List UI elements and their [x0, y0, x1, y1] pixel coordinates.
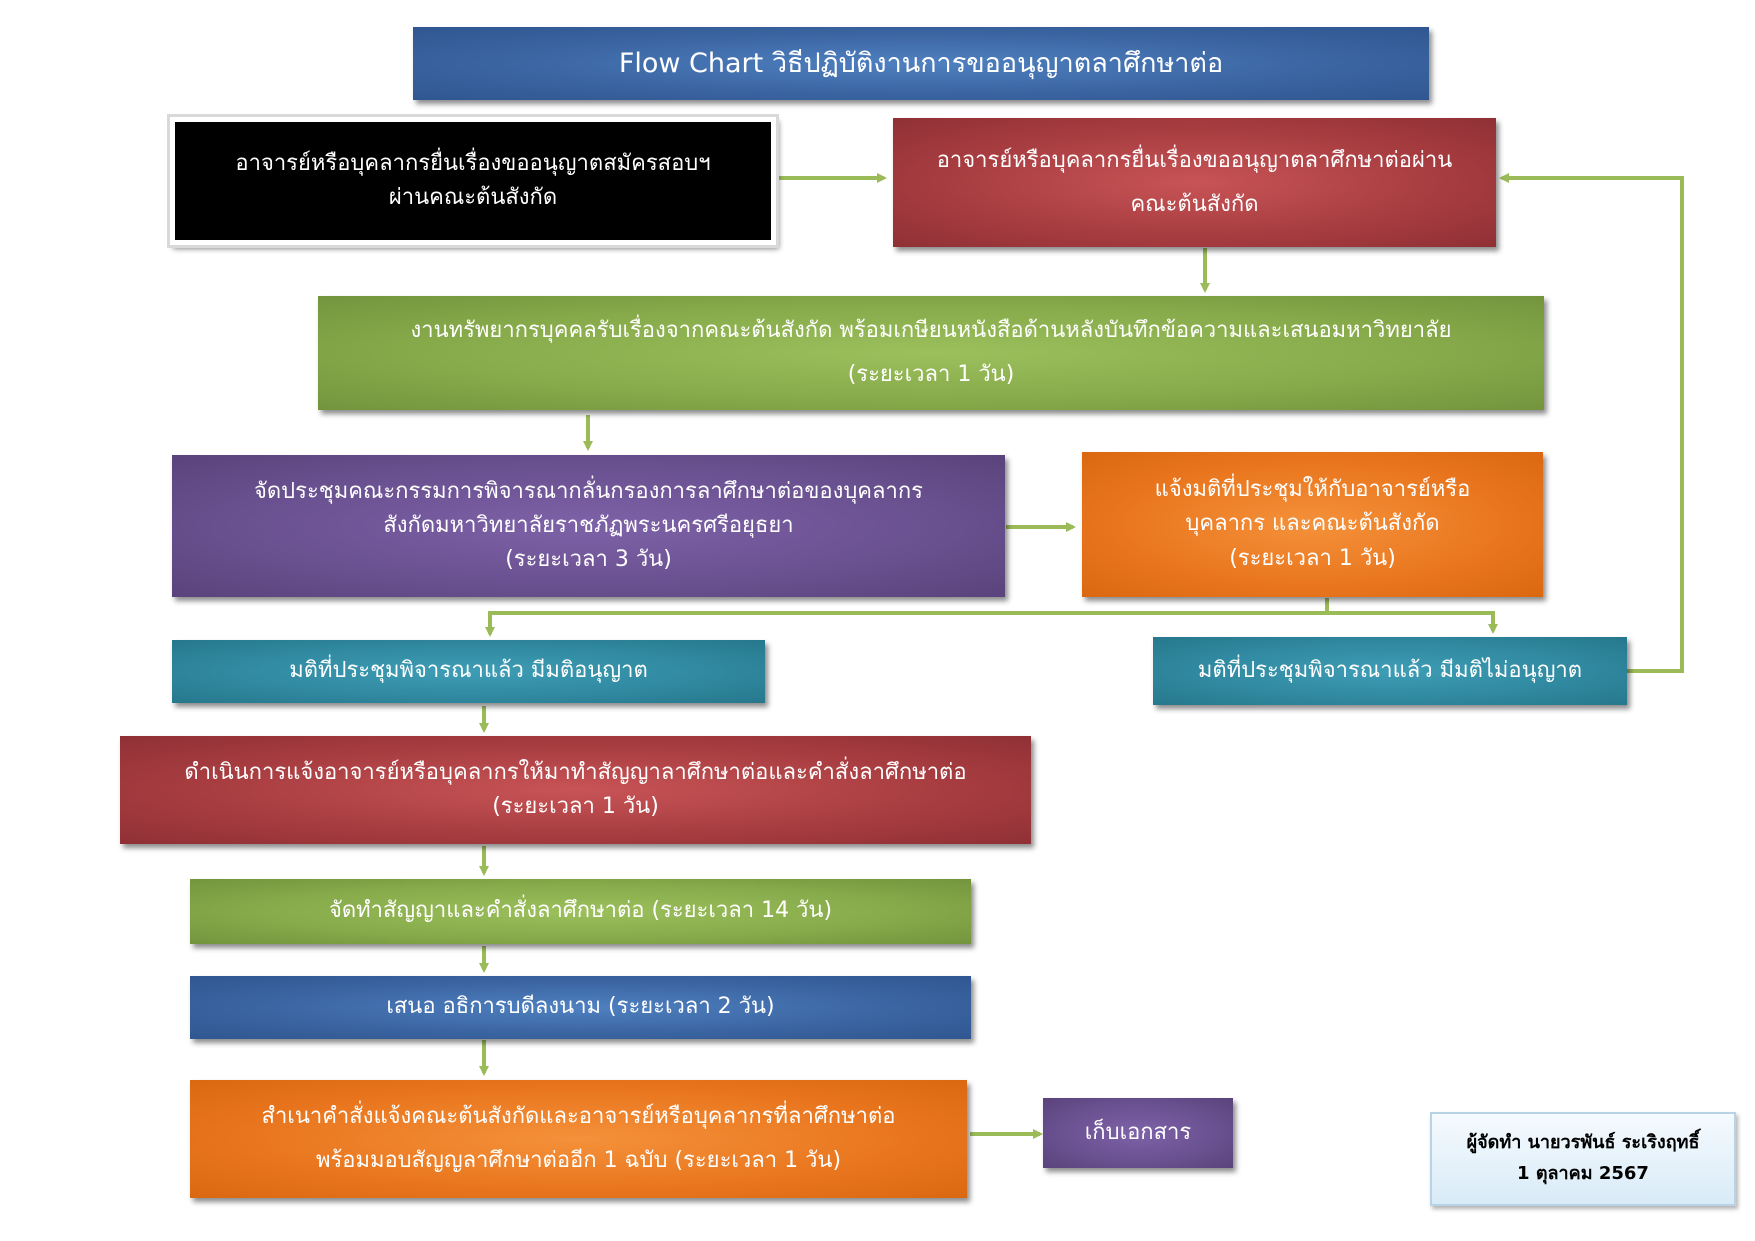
step-committee-line3: (ระยะเวลา 3 วัน)	[505, 547, 672, 573]
step-committee-line2: สังกัดมหาวิทยาลัยราชภัฏพระนครศรีอยุธยา	[383, 512, 794, 538]
step-approved-line1: มติที่ประชุมพิจารณาแล้ว มีมติอนุญาต	[289, 658, 648, 684]
step-committee: จัดประชุมคณะกรรมการพิจารณากลั่นกรองการลา…	[172, 455, 1005, 597]
step-committee-line1: จัดประชุมคณะกรรมการพิจารณากลั่นกรองการลา…	[254, 478, 923, 504]
step-prepare-contract-line1: จัดทำสัญญาและคำสั่งลาศึกษาต่อ (ระยะเวลา …	[328, 898, 833, 924]
page-title-text: Flow Chart วิธีปฏิบัติงานการขออนุญาตลาศึ…	[618, 47, 1224, 79]
step-hr-receive-line1: งานทรัพยากรบุคคลรับเรื่องจากคณะต้นสังกัด…	[410, 318, 1452, 343]
page-title: Flow Chart วิธีปฏิบัติงานการขออนุญาตลาศึ…	[413, 27, 1429, 100]
step-rejected: มติที่ประชุมพิจารณาแล้ว มีมติไม่อนุญาต	[1153, 637, 1627, 705]
step-notify-result-line3: (ระยะเวลา 1 วัน)	[1229, 545, 1396, 571]
step-notify-contract: ดำเนินการแจ้งอาจารย์หรือบุคลากรให้มาทำสั…	[120, 736, 1031, 844]
step-exam-request-line2: ผ่านคณะต้นสังกัด	[388, 185, 558, 210]
step-copy-order-line2: พร้อมมอบสัญญลาศึกษาต่ออีก 1 ฉบับ (ระยะเว…	[315, 1148, 842, 1173]
step-notify-contract-line2: (ระยะเวลา 1 วัน)	[492, 794, 659, 819]
step-propose-sign: เสนอ อธิการบดีลงนาม (ระยะเวลา 2 วัน)	[190, 976, 971, 1039]
step-copy-order: สำเนาคำสั่งแจ้งคณะต้นสังกัดและอาจารย์หรื…	[190, 1080, 967, 1198]
step-exam-request: อาจารย์หรือบุคลากรยื่นเรื่องขออนุญาตสมัค…	[167, 114, 779, 248]
step-study-request: อาจารย์หรือบุคลากรยื่นเรื่องขออนุญาตลาศึ…	[893, 118, 1496, 247]
credit-date: 1 ตุลาคม 2567	[1517, 1163, 1649, 1184]
step-rejected-line1: มติที่ประชุมพิจารณาแล้ว มีมติไม่อนุญาต	[1197, 657, 1583, 683]
step-propose-sign-line1: เสนอ อธิการบดีลงนาม (ระยะเวลา 2 วัน)	[386, 994, 775, 1020]
step-notify-contract-line1: ดำเนินการแจ้งอาจารย์หรือบุคลากรให้มาทำสั…	[184, 759, 967, 785]
step-notify-result: แจ้งมติที่ประชุมให้กับอาจารย์หรือ บุคลาก…	[1082, 452, 1543, 597]
step-copy-order-line1: สำเนาคำสั่งแจ้งคณะต้นสังกัดและอาจารย์หรื…	[261, 1104, 896, 1129]
step-prepare-contract: จัดทำสัญญาและคำสั่งลาศึกษาต่อ (ระยะเวลา …	[190, 879, 971, 944]
step-approved: มติที่ประชุมพิจารณาแล้ว มีมติอนุญาต	[172, 640, 765, 703]
step-exam-request-line1: อาจารย์หรือบุคลากรยื่นเรื่องขออนุญาตสมัค…	[235, 150, 711, 176]
connector-split-line	[490, 598, 1493, 615]
step-study-request-line2: คณะต้นสังกัด	[1130, 191, 1259, 217]
arrow-rejected-loop-back	[1499, 173, 1684, 673]
step-hr-receive-line2: (ระยะเวลา 1 วัน)	[847, 362, 1015, 387]
step-study-request-line1: อาจารย์หรือบุคลากรยื่นเรื่องขออนุญาตลาศึ…	[936, 147, 1453, 173]
step-hr-receive: งานทรัพยากรบุคคลรับเรื่องจากคณะต้นสังกัด…	[318, 296, 1544, 410]
step-archive: เก็บเอกสาร	[1043, 1098, 1233, 1168]
step-notify-result-line2: บุคลากร และคณะต้นสังกัด	[1185, 511, 1440, 537]
step-archive-line1: เก็บเอกสาร	[1084, 1119, 1192, 1145]
credit-box: ผู้จัดทำ นายวรพันธ์ ระเริงฤทธิ์ 1 ตุลาคม…	[1430, 1112, 1736, 1206]
credit-author: ผู้จัดทำ นายวรพันธ์ ระเริงฤทธิ์	[1466, 1132, 1700, 1154]
step-notify-result-line1: แจ้งมติที่ประชุมให้กับอาจารย์หรือ	[1154, 477, 1471, 503]
